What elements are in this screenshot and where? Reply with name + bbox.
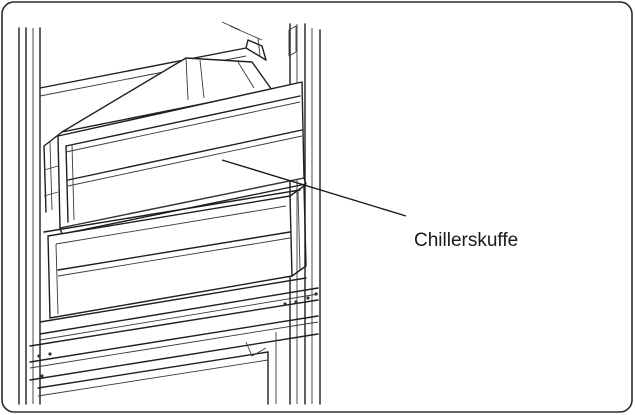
lower-drawer	[39, 185, 319, 341]
fridge-body	[18, 21, 321, 405]
chiller-drawer	[43, 57, 307, 235]
callout-label: Chillerskuffe	[414, 230, 518, 251]
callout-leader-line	[221, 159, 407, 217]
base-compartment	[29, 292, 319, 405]
